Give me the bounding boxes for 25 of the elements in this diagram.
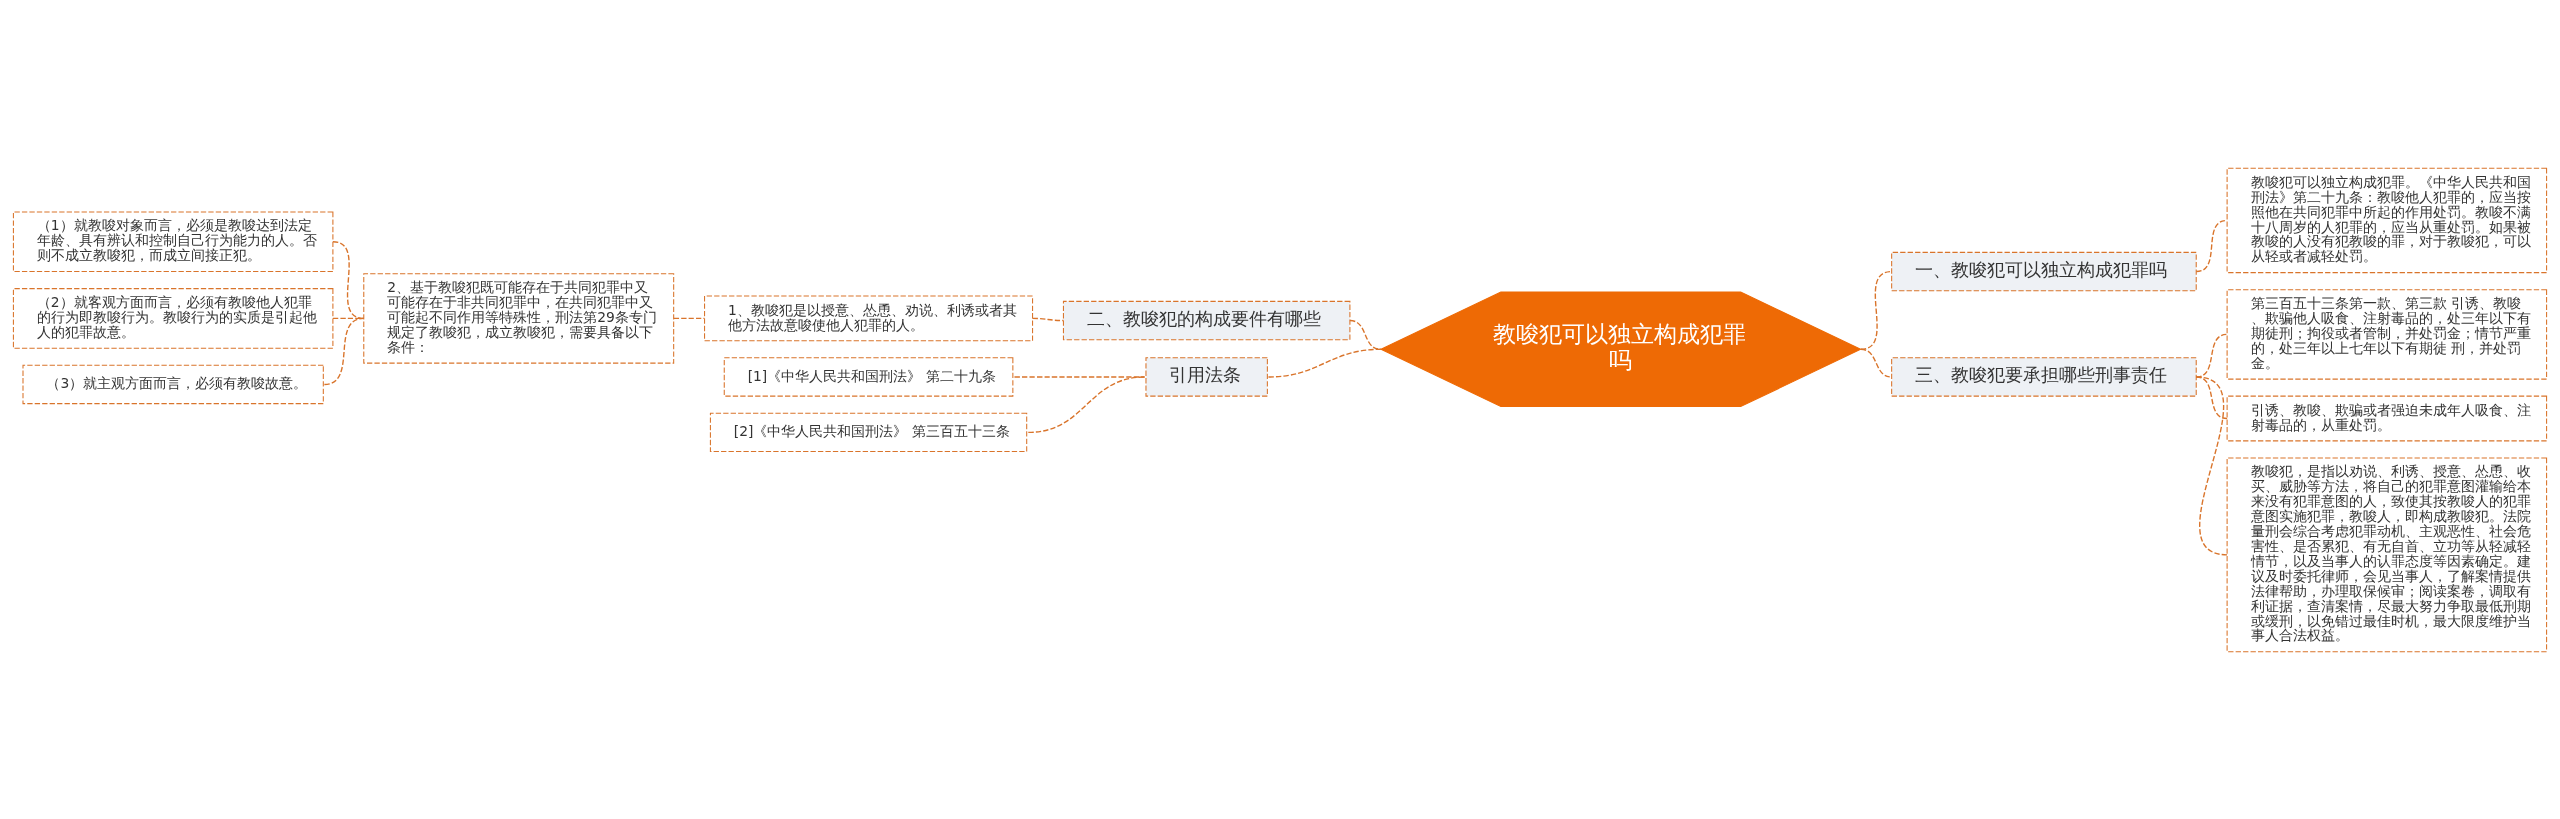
connector [1860,348,1893,378]
connector [323,317,365,385]
connector [1860,270,1893,350]
node-box: 教唆犯可以独立构成犯罪。《中华人民共和国刑法》第二十九条：教唆他人犯罪的，应当按照他在共同犯罪中所起的作用处罚。教唆不满十八周岁的人犯罪的，应当从重处罚。如果被教唆的人没有犯教唆的罪，对于教唆犯，可以从轻或者减轻处罚。 [2226,167,2548,273]
node-box: 引诱、教唆、欺骗或者强迫未成年人吸食、注射毒品的，从重处罚。 [2226,395,2548,441]
node-box: （1）就教唆对象而言，必须是教唆达到法定年龄、具有辨认和控制自己行为能力的人。否则不成立教唆犯，而成立间接正犯。 [12,210,334,272]
node-box: （3）就主观方面而言，必须有教唆故意。 [22,364,324,404]
node-box: 教唆犯，是指以劝说、利诱、授意、怂恿、收买、威胁等方法，将自己的犯罪意图灌输给本来没有犯罪意图的人，致使其按教唆人的犯罪意图实施犯罪，教唆人，即构成教唆犯。法院量刑会综合考虑犯罪动机、主观恶性、社会危害性、是否累犯、有无自首、立功等从轻减轻情节，以及当事人的认罪态度等因素确定。建议及时委托律师，会见当事人，了解案情提供法律帮助，办理取保候审；阅读案卷，调取有利证据，查清案情，尽最大努力争取最低刑期或缓刑，以免错过最佳时机，最大限度维护当事人合法权益。 [2226,456,2548,652]
connector [2195,375,2228,556]
connector [1267,348,1382,378]
node-box: 第三百五十三条第一款、第三款 引诱、教唆、欺骗他人吸食、注射毒品的，处三年以下有期徒刑；拘役或者管制，并处罚金；情节严重的，处三年以上七年以下有期徒 刑，并处罚金。 [2226,288,2548,380]
node-box: 1、教唆犯是以授意、怂恿、劝说、利诱或者其他方法故意唆使他人犯罪的人。 [704,295,1034,341]
node-box: 一、教唆犯可以独立构成犯罪吗 [1891,251,2197,291]
connector [1031,317,1065,321]
node-box: 二、教唆犯的构成要件有哪些 [1062,300,1351,340]
node-box: 引用法条 [1145,356,1268,397]
node-box: （2）就客观方面而言，必须有教唆他人犯罪的行为即教唆行为。教唆行为的实质是引起他人的犯罪故意。 [12,287,334,349]
connector [1027,375,1146,433]
node-box: [1]《中华人民共和国刑法》 第二十九条 [723,356,1014,397]
connector [1013,375,1146,378]
connector [672,317,706,319]
node-box: [2]《中华人民共和国刑法》 第三百五十三条 [709,412,1028,452]
node-box: 三、教唆犯要承担哪些刑事责任 [1891,356,2197,397]
node-box: 2、基于教唆犯既可能存在于共同犯罪中又可能存在于非共同犯罪中，在共同犯罪中又可能起不同作用等特殊性，刑法第29条专门规定了教唆犯，成立教唆犯，需要具备以下条件： [363,272,675,364]
connector [2195,219,2228,272]
